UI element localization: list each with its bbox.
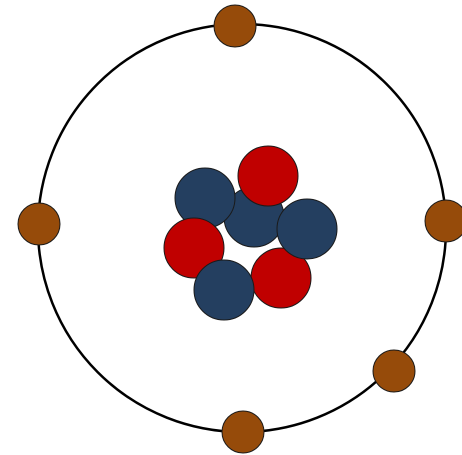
neutron [175,168,235,228]
electron [222,411,264,453]
electron [214,5,256,47]
electron [373,350,415,392]
neutron [277,199,337,259]
electron [425,200,462,242]
electron [18,203,60,245]
proton [238,146,298,206]
neutron [194,260,254,320]
nucleus [164,146,337,320]
